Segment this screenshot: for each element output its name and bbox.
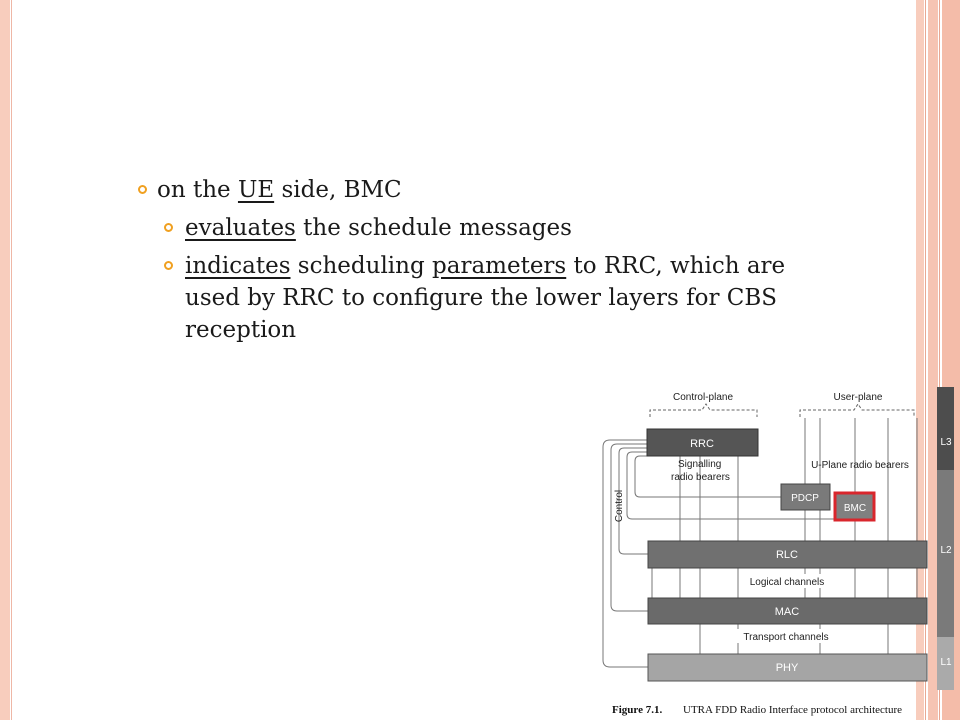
bullet-text: scheduling bbox=[290, 253, 433, 279]
user-plane-bracket bbox=[799, 403, 915, 417]
uplane-bearers-label: U-Plane radio bearers bbox=[811, 460, 909, 471]
bullet-text-underlined: UE bbox=[237, 177, 275, 203]
control-plane-label: Control-plane bbox=[673, 392, 733, 403]
bullet-text: side, BMC bbox=[274, 177, 402, 203]
control-lines bbox=[602, 439, 835, 668]
pdcp-label: PDCP bbox=[791, 493, 819, 504]
logical-channels-bg bbox=[740, 574, 834, 588]
user-plane-label: User-plane bbox=[834, 392, 883, 403]
mac-label: MAC bbox=[775, 606, 800, 618]
control-plane-bracket bbox=[649, 403, 758, 417]
radio-bearers-label: radio bearers bbox=[671, 472, 730, 483]
transport-channels-label: Transport channels bbox=[743, 632, 828, 643]
bullet-icon bbox=[138, 185, 147, 194]
transport-channels-bg bbox=[734, 629, 838, 643]
bullet-item: on the UE side, BMC bbox=[135, 174, 835, 206]
bmc-box bbox=[833, 491, 876, 522]
layer-label-l2: L2 bbox=[940, 545, 952, 556]
bullet-text-underlined: evaluates bbox=[185, 215, 296, 241]
bullet-text: the schedule messages bbox=[295, 215, 572, 241]
rrc-label: RRC bbox=[690, 438, 714, 450]
bullet-text: to RRC, which are used by RRC to configu… bbox=[185, 253, 786, 343]
layer-bar-l1 bbox=[937, 637, 954, 690]
logical-channels-label: Logical channels bbox=[750, 577, 825, 588]
pdcp-box bbox=[780, 483, 831, 511]
bullet-text-underlined: indicates bbox=[185, 253, 291, 279]
bullet-icon bbox=[164, 261, 173, 270]
control-label: Control bbox=[614, 490, 625, 522]
figure-caption-number: Figure 7.1. bbox=[612, 704, 662, 716]
layer-bar-l3 bbox=[937, 387, 954, 470]
layer-label-l3: L3 bbox=[940, 437, 952, 448]
bmc-label: BMC bbox=[844, 503, 866, 514]
slide-frame-left bbox=[0, 0, 10, 720]
phy-label: PHY bbox=[776, 662, 799, 674]
layer-label-l1: L1 bbox=[940, 657, 952, 668]
rlc-label: RLC bbox=[776, 549, 798, 561]
mac-box bbox=[647, 597, 928, 625]
sub-bullet-item: evaluates the schedule messages bbox=[135, 212, 835, 244]
sub-bullet-item: indicates scheduling parameters to RRC, … bbox=[135, 250, 835, 346]
phy-box bbox=[647, 653, 928, 682]
rrc-box bbox=[646, 428, 759, 457]
bullet-text: on the bbox=[157, 177, 238, 203]
bearer-lines bbox=[651, 418, 918, 654]
figure-caption-text: UTRA FDD Radio Interface protocol archit… bbox=[683, 704, 902, 716]
bullet-icon bbox=[164, 223, 173, 232]
layer-bar-l2 bbox=[937, 470, 954, 637]
protocol-architecture-diagram: L3 L2 L1 Control-plane User-plane Contro… bbox=[602, 387, 954, 716]
signalling-label: Signalling bbox=[678, 459, 721, 470]
bullet-text-underlined: parameters bbox=[432, 253, 567, 279]
bullet-list: on the UE side, BMC evaluates the schedu… bbox=[135, 174, 835, 346]
rlc-box bbox=[647, 540, 928, 569]
slide-frame-left-line bbox=[11, 0, 12, 720]
